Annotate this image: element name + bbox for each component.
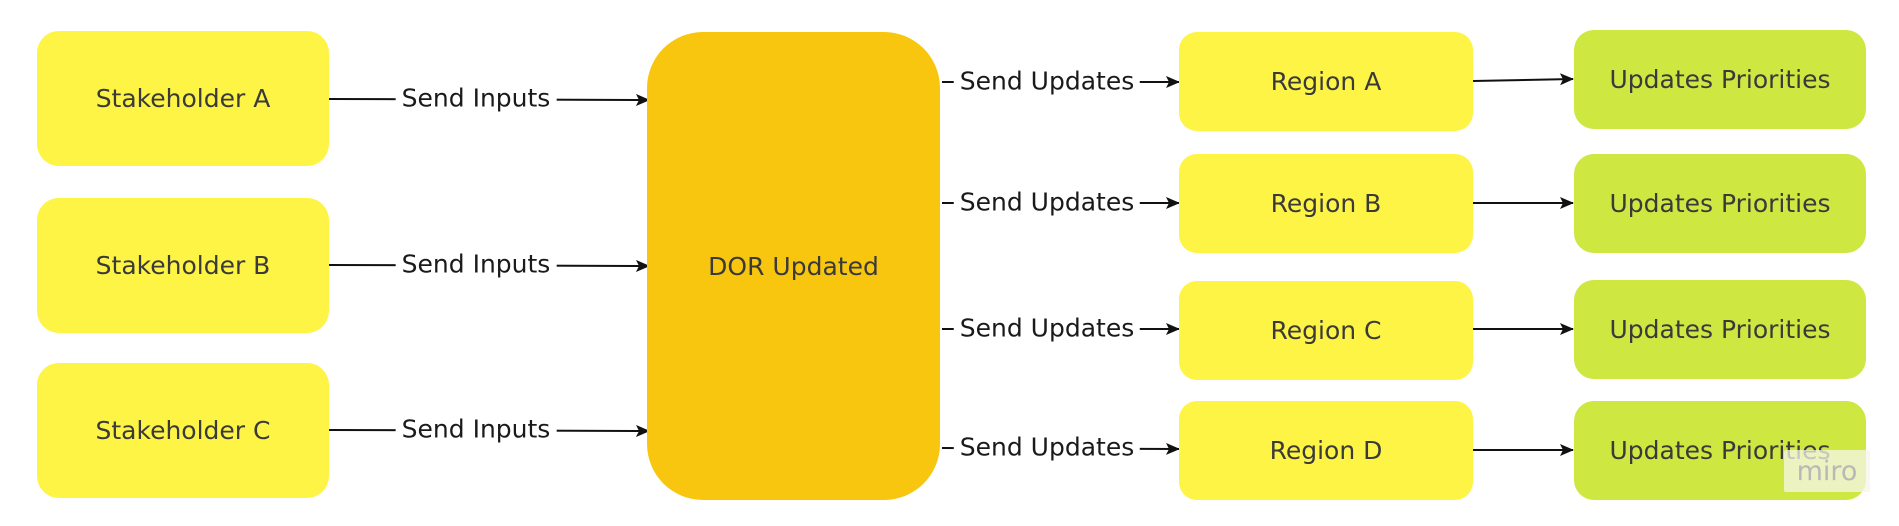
updates-priorities-c-node[interactable]: Updates Priorities	[1574, 280, 1866, 379]
stakeholder-c-node[interactable]: Stakeholder C	[37, 363, 329, 498]
region-c-node[interactable]: Region C	[1179, 281, 1473, 380]
stakeholder-a-node[interactable]: Stakeholder A	[37, 31, 329, 166]
edge-label-send-inputs-b: Send Inputs	[395, 251, 557, 277]
stakeholder-b-node[interactable]: Stakeholder B	[37, 198, 329, 333]
edge-label-send-updates-c: Send Updates	[953, 315, 1141, 341]
stakeholder-b-label: Stakeholder B	[95, 251, 271, 280]
region-b-node[interactable]: Region B	[1179, 154, 1473, 253]
region-d-node[interactable]: Region D	[1179, 401, 1473, 500]
region-b-label: Region B	[1270, 189, 1382, 218]
edge-label-send-updates-a: Send Updates	[953, 68, 1141, 94]
updates-priorities-c-label: Updates Priorities	[1609, 315, 1831, 344]
region-a-node[interactable]: Region A	[1179, 32, 1473, 131]
region-a-label: Region A	[1270, 67, 1382, 96]
updates-priorities-b-label: Updates Priorities	[1609, 189, 1831, 218]
stakeholder-a-label: Stakeholder A	[95, 84, 271, 113]
miro-watermark: miro	[1784, 450, 1870, 492]
edge-label-send-inputs-a: Send Inputs	[395, 85, 557, 111]
region-d-label: Region D	[1269, 436, 1383, 465]
updates-priorities-b-node[interactable]: Updates Priorities	[1574, 154, 1866, 253]
region-c-label: Region C	[1270, 316, 1382, 345]
stakeholder-c-label: Stakeholder C	[95, 416, 271, 445]
updates-priorities-a-node[interactable]: Updates Priorities	[1574, 30, 1866, 129]
edge-label-send-updates-b: Send Updates	[953, 189, 1141, 215]
updates-priorities-a-label: Updates Priorities	[1609, 65, 1831, 94]
dor-updated-node[interactable]: DOR Updated	[647, 32, 940, 500]
dor-updated-label: DOR Updated	[708, 251, 879, 281]
edge-label-send-inputs-c: Send Inputs	[395, 416, 557, 442]
edge-label-send-updates-d: Send Updates	[953, 434, 1141, 460]
connector-outcome-a	[1472, 73, 1574, 86]
